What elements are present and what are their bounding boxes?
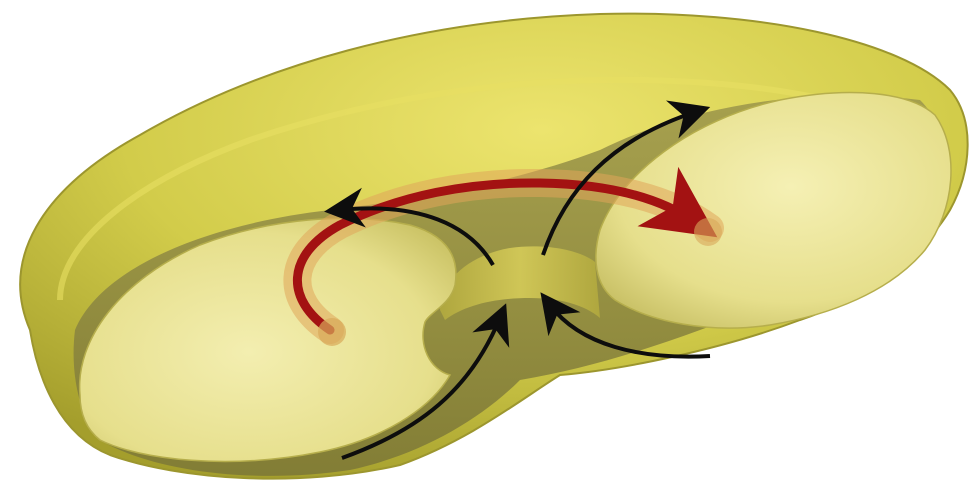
primary-flow-start-cap [318, 318, 346, 346]
primary-flow-end-cap [694, 218, 722, 246]
